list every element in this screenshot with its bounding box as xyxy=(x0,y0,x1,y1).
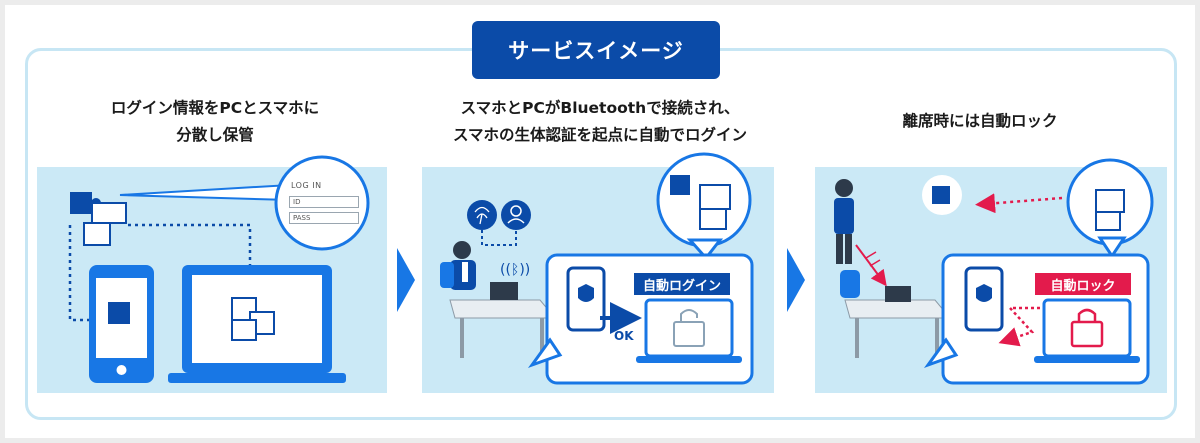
ok-label: OK xyxy=(614,329,634,343)
laptop-icon xyxy=(168,265,346,383)
arrow-right-icon xyxy=(397,248,415,312)
step1-caption-line1: ログイン情報をPCとスマホに xyxy=(110,99,320,117)
bluetooth-icon: ((ᛒ)) xyxy=(500,262,530,278)
laptop-lock-icon xyxy=(1034,298,1140,363)
login-form-heading: LOG IN xyxy=(291,181,322,190)
title-badge: サービスイメージ xyxy=(472,21,720,79)
distance-arrow-icon xyxy=(855,244,887,287)
pass-field: PASS xyxy=(289,212,359,224)
desk-icon xyxy=(840,270,952,358)
callout-tail xyxy=(119,183,291,202)
callout-tail xyxy=(686,238,724,261)
arrow-right-icon xyxy=(787,248,805,312)
puzzle-icon xyxy=(670,175,731,230)
auto-lock-label: 自動ロック xyxy=(1035,273,1131,295)
smartphone-icon xyxy=(964,266,1004,332)
desk-icon xyxy=(449,282,557,358)
dotted-connector xyxy=(128,223,260,288)
step3-caption-line1: 離席時には自動ロック xyxy=(902,112,1058,130)
step1-caption-line2: 分散し保管 xyxy=(176,126,254,144)
step2-caption: スマホとPCがBluetoothで接続され、 スマホの生体認証を起点に自動でログ… xyxy=(420,95,780,149)
step2-caption-line1: スマホとPCがBluetoothで接続され、 xyxy=(460,99,740,117)
dotted-connector xyxy=(998,306,1040,347)
face-id-icon xyxy=(501,200,531,230)
laptop-lock-icon xyxy=(636,298,742,363)
step3-caption: 離席時には自動ロック xyxy=(815,108,1145,135)
puzzle-icon xyxy=(1095,189,1125,231)
person-icon xyxy=(834,179,854,264)
auto-login-label: 自動ログイン xyxy=(634,273,730,295)
dotted-connector xyxy=(975,193,1063,214)
step1-caption: ログイン情報をPCとスマホに 分散し保管 xyxy=(40,95,390,149)
smartphone-icon xyxy=(566,266,606,332)
puzzle-icon xyxy=(70,192,127,246)
smartphone-icon xyxy=(89,265,154,383)
person-icon xyxy=(440,241,476,290)
id-field: ID xyxy=(289,196,359,208)
step2-caption-line2: スマホの生体認証を起点に自動でログイン xyxy=(452,126,748,144)
